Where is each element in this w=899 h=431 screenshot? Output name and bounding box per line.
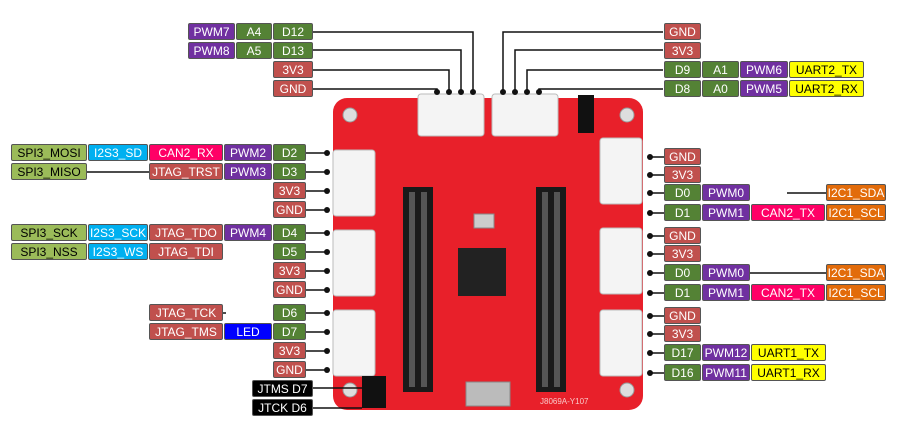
d16-label: D16 <box>664 364 701 381</box>
d17-label: D17 <box>664 344 701 361</box>
pwm12-label: PWM12 <box>702 344 750 361</box>
d5-label: D5 <box>273 243 306 260</box>
pwm5-label: PWM5 <box>740 80 788 97</box>
spi3-nss-label: SPI3_NSS <box>11 243 87 260</box>
gnd-label: GND <box>664 307 701 324</box>
vcc-label: 3V3 <box>664 325 701 342</box>
can2-rx-label: CAN2_RX <box>149 144 223 161</box>
i2c1-sda-label: I2C1_SDA <box>826 184 886 201</box>
spi3-mosi-label: SPI3_MOSI <box>11 144 87 161</box>
d1-label: D1 <box>664 284 701 301</box>
a0-label: A0 <box>702 80 739 97</box>
uart1-rx-label: UART1_RX <box>751 364 826 381</box>
d7-label: D7 <box>273 323 306 340</box>
vcc-label: 3V3 <box>273 342 306 359</box>
i2s3-sck-label: I2S3_SCK <box>88 224 148 241</box>
i2c1-scl-label: I2C1_SCL <box>826 284 886 301</box>
board-silk: J8069A-Y107 <box>540 397 589 406</box>
led-label: LED <box>224 323 272 340</box>
d2-label: D2 <box>273 144 306 161</box>
d13-label: D13 <box>273 42 313 59</box>
gnd-label: GND <box>273 281 306 298</box>
i2c1-sda-label: I2C1_SDA <box>826 264 886 281</box>
i2s3-sd-label: I2S3_SD <box>88 144 148 161</box>
pwm2-label: PWM2 <box>224 144 272 161</box>
spi3-sck-label: SPI3_SCK <box>11 224 87 241</box>
gnd-label: GND <box>273 201 306 218</box>
vcc-label: 3V3 <box>664 166 701 183</box>
can2-tx-label: CAN2_TX <box>751 204 825 221</box>
d12-label: D12 <box>273 23 313 40</box>
jtag-trst-label: JTAG_TRST <box>149 163 223 180</box>
jtag-tms-label: JTAG_TMS <box>149 323 223 340</box>
board: J8069A-Y107 <box>332 93 643 410</box>
jtms-jumper-label: JTMS D7 <box>252 380 313 397</box>
pwm1-label: PWM1 <box>702 284 750 301</box>
gnd-label: GND <box>664 148 701 165</box>
d3-label: D3 <box>273 163 306 180</box>
gnd-label: GND <box>664 227 701 244</box>
pwm0-label: PWM0 <box>702 264 750 281</box>
pwm11-label: PWM11 <box>702 364 750 381</box>
d6-label: D6 <box>273 304 306 321</box>
uart2-tx-label: UART2_TX <box>789 61 864 78</box>
gnd-label: GND <box>273 80 313 97</box>
d0-label: D0 <box>664 184 701 201</box>
pwm3-label: PWM3 <box>224 163 272 180</box>
uart1-tx-label: UART1_TX <box>751 344 826 361</box>
gnd-label: GND <box>273 361 306 378</box>
uart2-rx-label: UART2_RX <box>789 80 864 97</box>
jtag-tdi-label: JTAG_TDI <box>149 243 223 260</box>
d1-label: D1 <box>664 204 701 221</box>
pwm6-label: PWM6 <box>740 61 788 78</box>
gnd-label: GND <box>664 23 701 40</box>
vcc-label: 3V3 <box>273 262 306 279</box>
i2s3-ws-label: I2S3_WS <box>88 243 148 260</box>
a1-label: A1 <box>702 61 739 78</box>
jtag-tdo-label: JTAG_TDO <box>149 224 223 241</box>
jtag-tck-label: JTAG_TCK <box>149 304 223 321</box>
pwm7-label: PWM7 <box>188 23 235 40</box>
vcc-label: 3V3 <box>664 245 701 262</box>
vcc-label: 3V3 <box>664 42 701 59</box>
a4-label: A4 <box>236 23 272 40</box>
pwm0-label: PWM0 <box>702 184 750 201</box>
vcc-label: 3V3 <box>273 182 306 199</box>
pwm1-label: PWM1 <box>702 204 750 221</box>
vcc-label: 3V3 <box>273 61 313 78</box>
i2c1-scl-label: I2C1_SCL <box>826 204 886 221</box>
pwm4-label: PWM4 <box>224 224 272 241</box>
spi3-miso-label: SPI3_MISO <box>11 163 87 180</box>
can2-tx-label: CAN2_TX <box>751 284 825 301</box>
pwm8-label: PWM8 <box>188 42 235 59</box>
d4-label: D4 <box>273 224 306 241</box>
d0-label: D0 <box>664 264 701 281</box>
d9-label: D9 <box>664 61 701 78</box>
d8-label: D8 <box>664 80 701 97</box>
a5-label: A5 <box>236 42 272 59</box>
jtck-jumper-label: JTCK D6 <box>252 399 313 416</box>
